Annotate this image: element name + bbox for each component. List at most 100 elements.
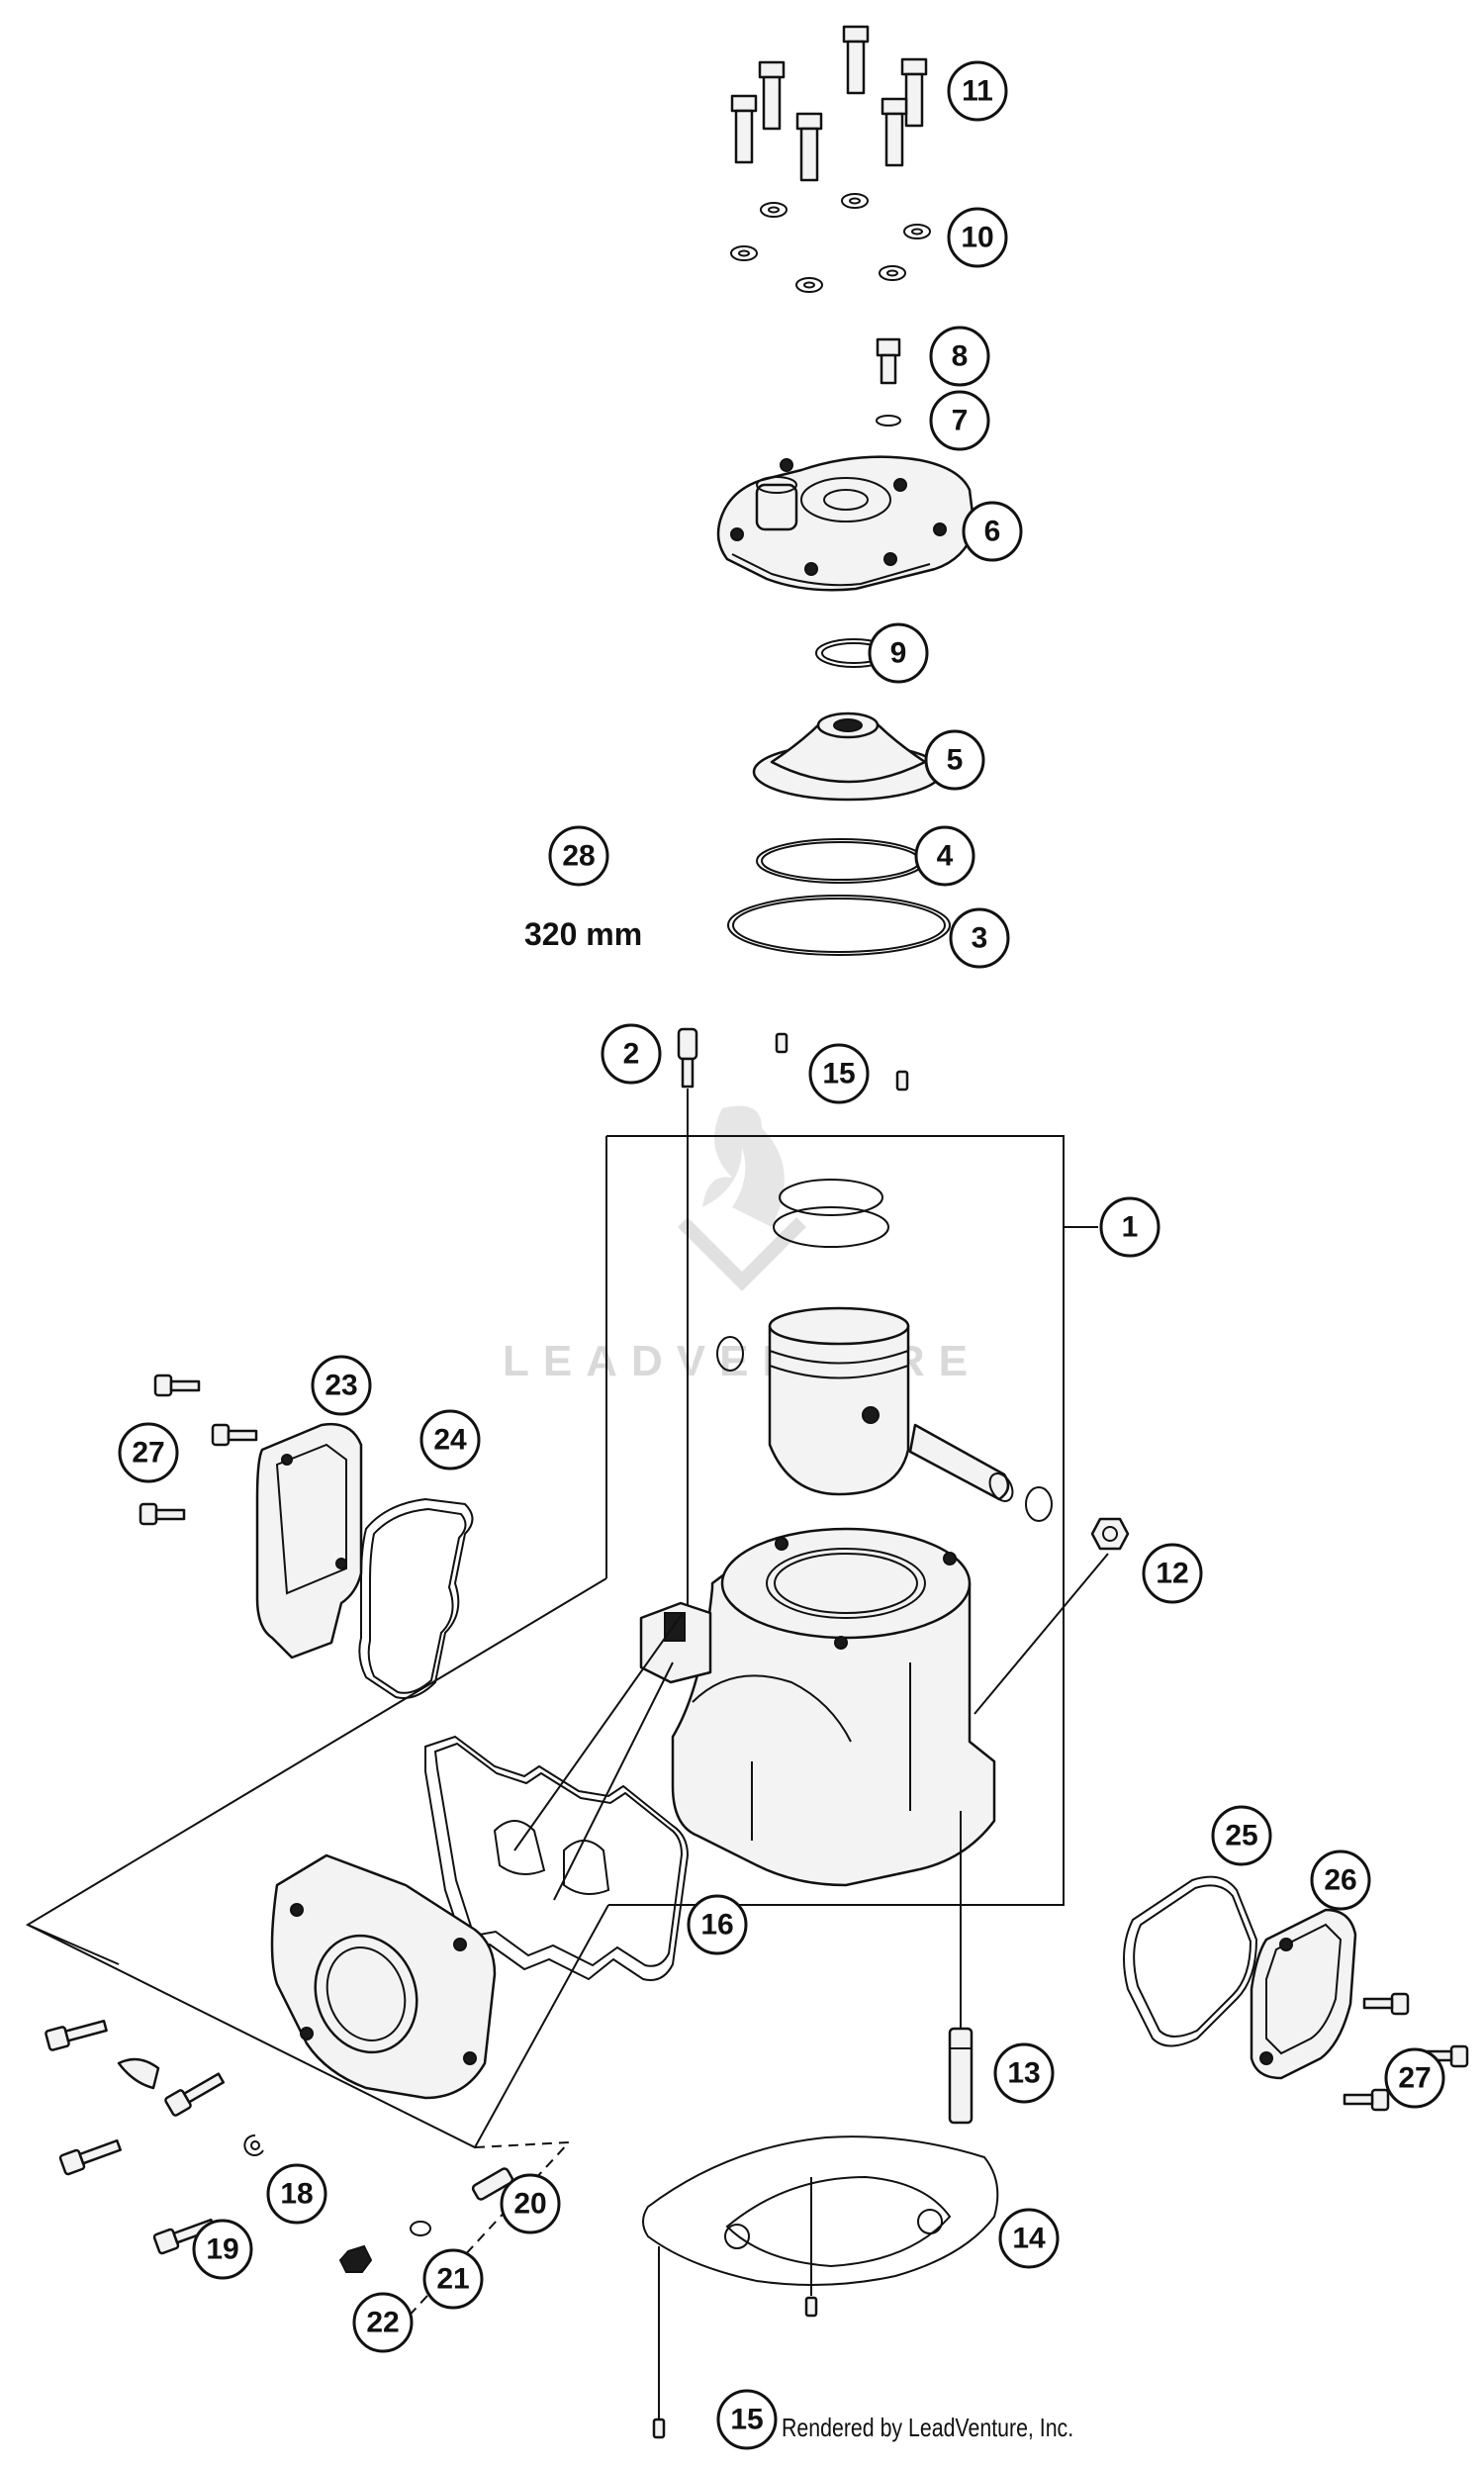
callout-23: 23 xyxy=(311,1355,372,1416)
svg-text:18: 18 xyxy=(280,2178,313,2211)
svg-text:20: 20 xyxy=(513,2188,546,2221)
callout-20: 20 xyxy=(500,2173,561,2234)
bracket xyxy=(117,2057,160,2090)
callout-10: 10 xyxy=(947,207,1008,268)
svg-text:19: 19 xyxy=(206,2233,238,2266)
nut xyxy=(1090,1517,1130,1551)
svg-text:16: 16 xyxy=(700,1909,733,1942)
sleeve xyxy=(471,2167,514,2201)
stud xyxy=(948,2027,974,2125)
dowel-pin xyxy=(652,2418,666,2439)
combustion-chamber-insert xyxy=(752,712,944,802)
svg-text:27: 27 xyxy=(1398,2062,1431,2095)
dowel-pin xyxy=(775,1032,788,1054)
intake-gasket xyxy=(424,1735,690,1981)
nut-leader xyxy=(974,1553,1109,1715)
intake-frame-line xyxy=(27,1924,120,1965)
o-ring-inner xyxy=(756,838,926,884)
callout-1: 1 xyxy=(1099,1196,1160,1258)
svg-text:25: 25 xyxy=(1225,1820,1257,1852)
intake-manifold xyxy=(270,1853,497,2100)
cylinder-assembly-frame xyxy=(606,1135,1065,1906)
callout-2: 2 xyxy=(601,1023,662,1085)
circlip xyxy=(1025,1486,1053,1522)
svg-text:7: 7 xyxy=(952,405,969,437)
cylinder xyxy=(639,1527,996,1887)
callout-14: 14 xyxy=(998,2208,1060,2269)
o-ring-outer-2 xyxy=(732,898,946,953)
callout-19: 19 xyxy=(192,2219,253,2280)
screw-small xyxy=(153,1374,201,1397)
piston xyxy=(768,1306,910,1496)
svg-text:1: 1 xyxy=(1122,1211,1139,1244)
svg-text:9: 9 xyxy=(890,637,907,670)
washer xyxy=(410,2221,431,2236)
piston-rings xyxy=(773,1179,889,1248)
screw-small xyxy=(211,1423,258,1447)
callout-7: 7 xyxy=(929,390,990,451)
intake-assembly-frame xyxy=(25,1577,609,2149)
manifold-bolt xyxy=(164,2072,226,2117)
cylinder-base-gasket xyxy=(642,2135,999,2286)
callout-6: 6 xyxy=(962,501,1023,562)
callout-18: 18 xyxy=(266,2163,327,2225)
screw xyxy=(876,337,901,385)
callout-26: 26 xyxy=(1310,1850,1371,1911)
hose-inner xyxy=(570,773,682,989)
callout-3: 3 xyxy=(949,907,1010,969)
callout-16: 16 xyxy=(687,1894,748,1955)
hose-length-label: 320 mm xyxy=(524,916,642,952)
piston-pin xyxy=(908,1423,1014,1502)
svg-text:12: 12 xyxy=(1156,1558,1188,1590)
manifold-leader-2 xyxy=(513,1612,684,1851)
valve-cover-gasket xyxy=(1123,1875,1258,2047)
svg-text:2: 2 xyxy=(623,1038,640,1071)
callout-11: 11 xyxy=(947,60,1008,122)
callout-22: 22 xyxy=(352,2292,414,2353)
circlip xyxy=(716,1336,744,1372)
screw-small xyxy=(1422,2044,1469,2068)
head-bolts xyxy=(730,25,928,182)
dowel-pin xyxy=(804,2296,818,2318)
svg-text:21: 21 xyxy=(436,2263,469,2296)
screw-small xyxy=(1343,2088,1390,2112)
svg-text:15: 15 xyxy=(730,2404,763,2436)
callout-27: 27 xyxy=(118,1422,179,1483)
svg-text:27: 27 xyxy=(132,1437,164,1470)
manifold-bolt xyxy=(58,2138,122,2176)
svg-text:15: 15 xyxy=(822,1058,855,1091)
exhaust-valve-cover xyxy=(255,1422,363,1660)
callout-27: 27 xyxy=(1384,2047,1445,2109)
svg-text:22: 22 xyxy=(366,2307,399,2339)
cover-gasket xyxy=(358,1497,474,1699)
svg-text:13: 13 xyxy=(1007,2057,1040,2090)
washers xyxy=(730,193,931,293)
manifold-leader xyxy=(553,1661,674,1901)
intake-dashed-frame xyxy=(390,2140,572,2336)
callout-13: 13 xyxy=(993,2042,1055,2104)
valve-cover xyxy=(1250,1908,1357,2080)
cylinder-head-cover xyxy=(716,455,976,592)
svg-text:14: 14 xyxy=(1012,2223,1046,2255)
seal-washer xyxy=(876,415,901,427)
screw-small xyxy=(1362,1992,1410,2016)
callout-8: 8 xyxy=(929,326,990,387)
render-credit: Rendered by LeadVenture, Inc. xyxy=(782,2413,1074,2442)
callout-9: 9 xyxy=(868,622,929,684)
dowel-pin xyxy=(895,1070,909,1091)
svg-text:28: 28 xyxy=(562,840,595,873)
callout-15-bottom: 15 xyxy=(716,2389,778,2450)
svg-text:4: 4 xyxy=(937,840,954,873)
callout-12: 12 xyxy=(1142,1543,1203,1604)
o-ring-inner-2 xyxy=(761,841,921,881)
svg-text:5: 5 xyxy=(947,744,964,777)
svg-text:6: 6 xyxy=(984,516,1001,548)
callout-24: 24 xyxy=(419,1409,481,1471)
svg-text:3: 3 xyxy=(972,922,988,955)
screw-small xyxy=(139,1502,186,1526)
svg-text:26: 26 xyxy=(1324,1864,1356,1897)
svg-text:10: 10 xyxy=(961,222,993,254)
svg-text:11: 11 xyxy=(962,75,993,108)
o-ring-outer xyxy=(727,895,951,956)
